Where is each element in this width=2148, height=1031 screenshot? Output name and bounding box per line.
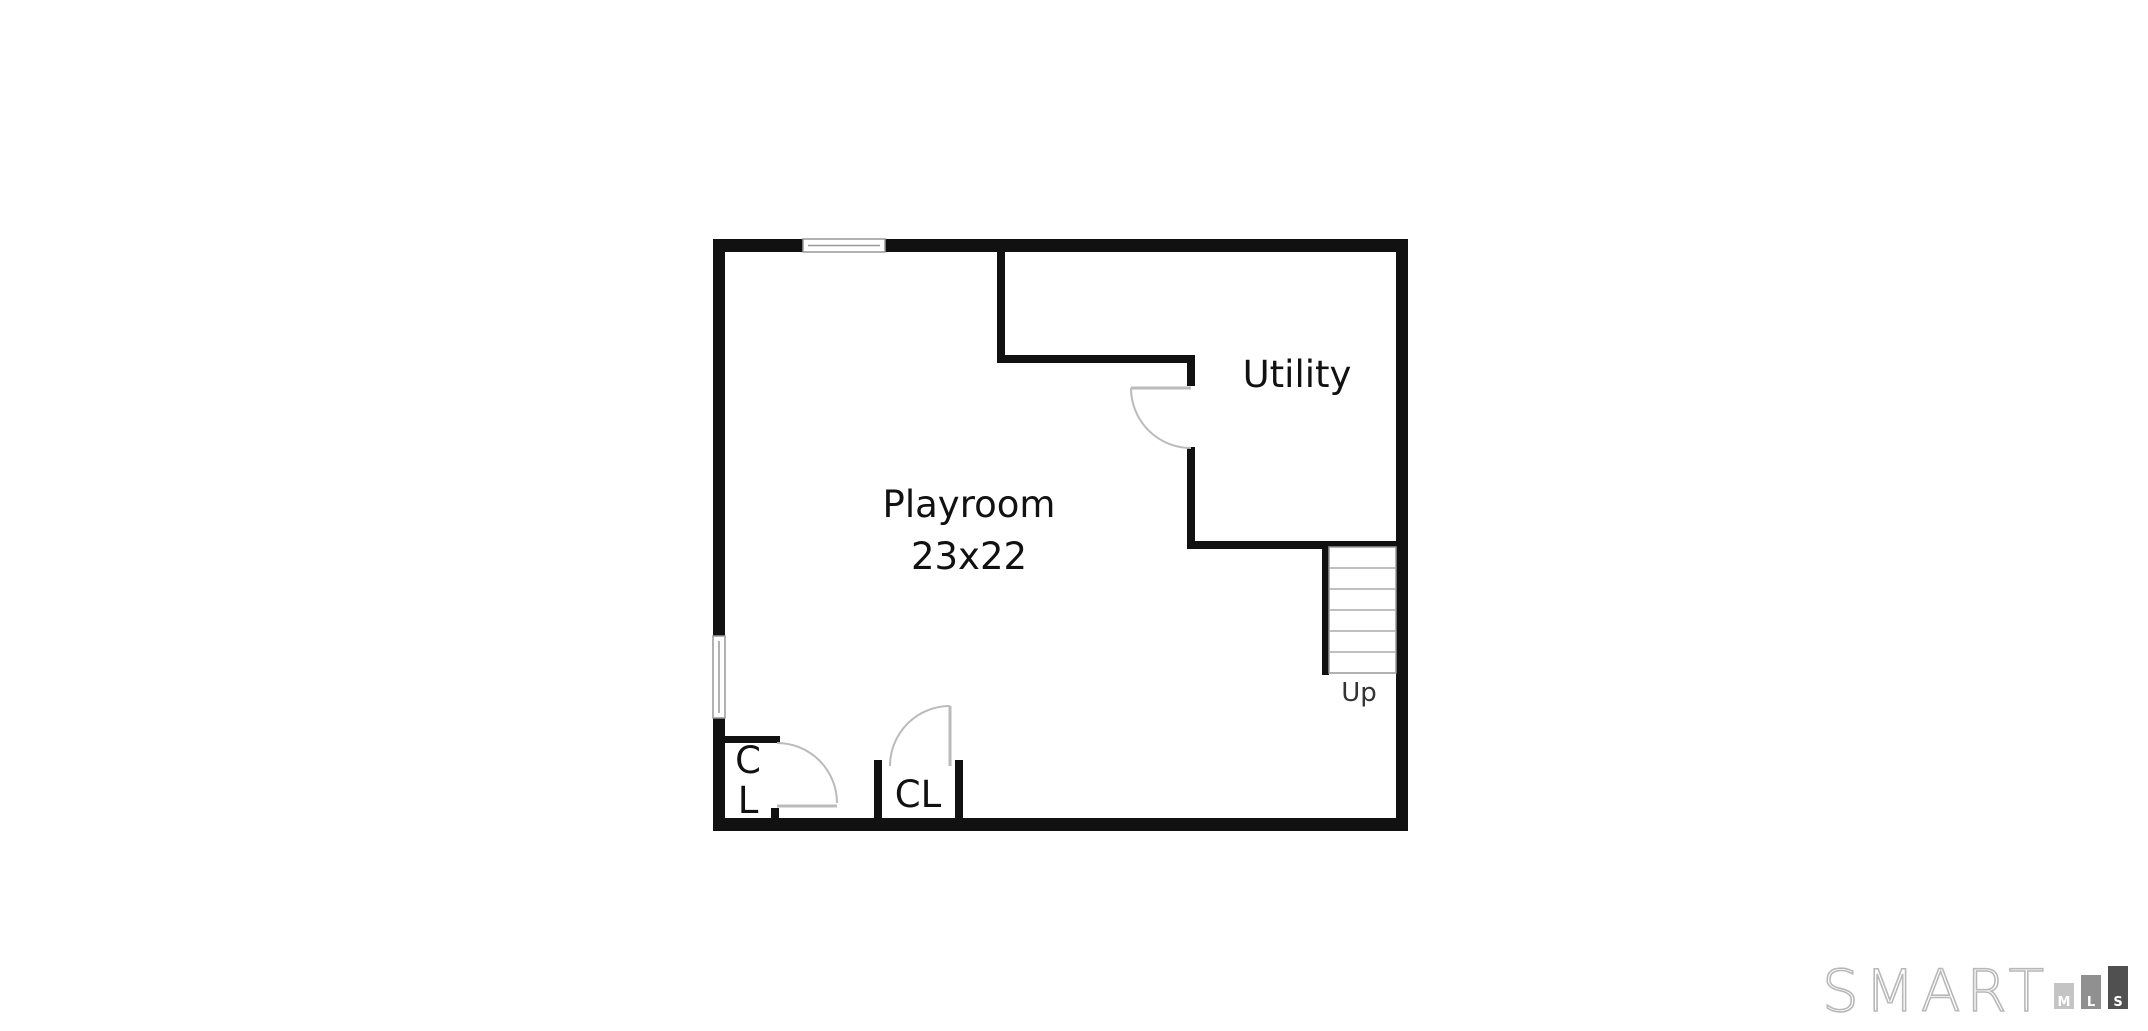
closet-left-wall-top (722, 736, 780, 743)
utility-door (1130, 386, 1192, 449)
wall-top (713, 239, 1406, 252)
logo-box-l (2081, 975, 2101, 1009)
wall-bottom (713, 818, 1406, 831)
utility-walls (997, 249, 1399, 549)
closet-left-label-line1: C (735, 739, 761, 782)
logo-wordmark: SMART (1822, 957, 2050, 1025)
utility-wall-left (997, 249, 1005, 361)
stair-wall (1322, 547, 1329, 675)
playroom-name-label: Playroom (883, 483, 1056, 526)
exterior-walls (713, 239, 1408, 831)
utility-wall-bottom-lower (1187, 541, 1399, 549)
playroom-dimensions-label: 23x22 (911, 535, 1027, 578)
utility-wall-door-jamb-bottom (1187, 447, 1195, 549)
logo-box-m (2054, 983, 2074, 1009)
stairs-up-label: Up (1341, 678, 1377, 708)
closet-left-label-line2: L (738, 779, 759, 822)
utility-name-label: Utility (1243, 353, 1352, 396)
utility-wall-bottom-upper (997, 355, 1195, 363)
closet-left-door (776, 742, 838, 808)
closet-right-wall-left (874, 760, 882, 822)
logo-box-s (2108, 966, 2128, 1009)
closet-left-walls (722, 736, 780, 820)
stairs (1322, 546, 1397, 675)
closet-right-walls (874, 760, 963, 822)
closet-right-wall-right (955, 760, 963, 822)
smart-mls-logo: SMART M L S (1821, 956, 2128, 1026)
closet-left-wall-side (771, 808, 779, 820)
logo-letter-s: S (2113, 995, 2122, 1010)
window-top (802, 238, 886, 253)
closet-right-door (889, 705, 952, 767)
logo-letter-l: L (2087, 995, 2095, 1010)
closet-right-label: CL (895, 773, 942, 816)
wall-right (1396, 239, 1408, 831)
logo-letter-m: M (2058, 995, 2071, 1010)
window-left (712, 635, 726, 719)
utility-wall-door-jamb-top (1187, 355, 1195, 386)
